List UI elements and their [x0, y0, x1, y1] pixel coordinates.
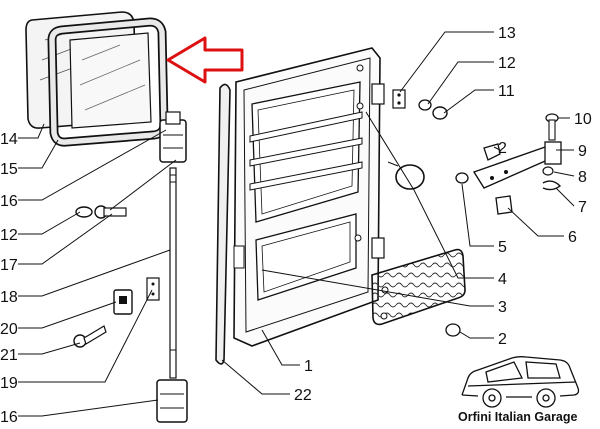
- callout-label: 4: [498, 271, 507, 288]
- brand-text: Orfini Italian Garage: [458, 410, 578, 424]
- hinge-upper: [159, 111, 187, 163]
- callout-label: 8: [578, 169, 587, 186]
- callout-label: 16: [0, 409, 18, 426]
- callout-label: 11: [498, 83, 515, 100]
- door-weatherstrip: [215, 83, 231, 365]
- hinge-rod: [169, 167, 177, 379]
- callout-label: 21: [0, 347, 18, 364]
- callout-label: 18: [0, 289, 18, 306]
- washer-12: [418, 99, 432, 111]
- screw-2-lower: [445, 323, 461, 337]
- callout-label: 19: [0, 375, 18, 392]
- callout-label: 7: [578, 199, 587, 216]
- callout-label: 12: [498, 55, 516, 72]
- plate-20: [113, 289, 133, 315]
- callout-label: 12: [0, 227, 18, 244]
- callout-label: 2: [498, 331, 507, 348]
- rear-door-panel: [233, 47, 381, 347]
- callout-label: 17: [0, 257, 18, 274]
- callout-label: 2: [498, 140, 507, 157]
- callout-label: 3: [498, 299, 507, 316]
- brand-logo: Orfini Italian Garage: [458, 356, 580, 424]
- callout-label: 16: [0, 193, 18, 210]
- cover-panel-3: [371, 248, 466, 326]
- leader-lines: [18, 31, 575, 417]
- hinge-lower: [156, 379, 188, 423]
- plug-cap-4: [387, 161, 425, 190]
- hinge-plate-13: [392, 89, 406, 109]
- callout-label: 1: [304, 358, 313, 375]
- washer-8: [542, 166, 554, 176]
- callout-label: 15: [0, 161, 18, 178]
- callout-label: 5: [498, 239, 507, 256]
- washer-left: [75, 206, 93, 218]
- callouts-right: 13 12 11 10 9 8 7 6 5 4 3 2 2 1: [304, 25, 592, 375]
- callout-label: 20: [0, 321, 18, 338]
- callout-label: 9: [578, 143, 587, 160]
- car-silhouette-icon: [461, 356, 580, 408]
- callout-label: 14: [0, 131, 18, 148]
- check-strap-9: [472, 141, 562, 189]
- callout-label: 13: [498, 25, 516, 42]
- clip-7: [542, 180, 562, 191]
- door-hinge-upper: [371, 83, 385, 259]
- callout-label: 10: [574, 111, 592, 128]
- callout-label: 22: [294, 387, 312, 404]
- callouts-left: 14 15 16 12 17 18 20 21 19 22 16: [0, 131, 312, 426]
- bolt-left: [94, 205, 127, 219]
- pad-6: [495, 195, 513, 215]
- screw-10: [545, 113, 559, 141]
- nut-11: [432, 106, 448, 120]
- direction-arrow: [166, 36, 244, 84]
- window-seal: [47, 17, 169, 147]
- callout-label: 6: [568, 229, 577, 246]
- screw-5: [455, 172, 469, 184]
